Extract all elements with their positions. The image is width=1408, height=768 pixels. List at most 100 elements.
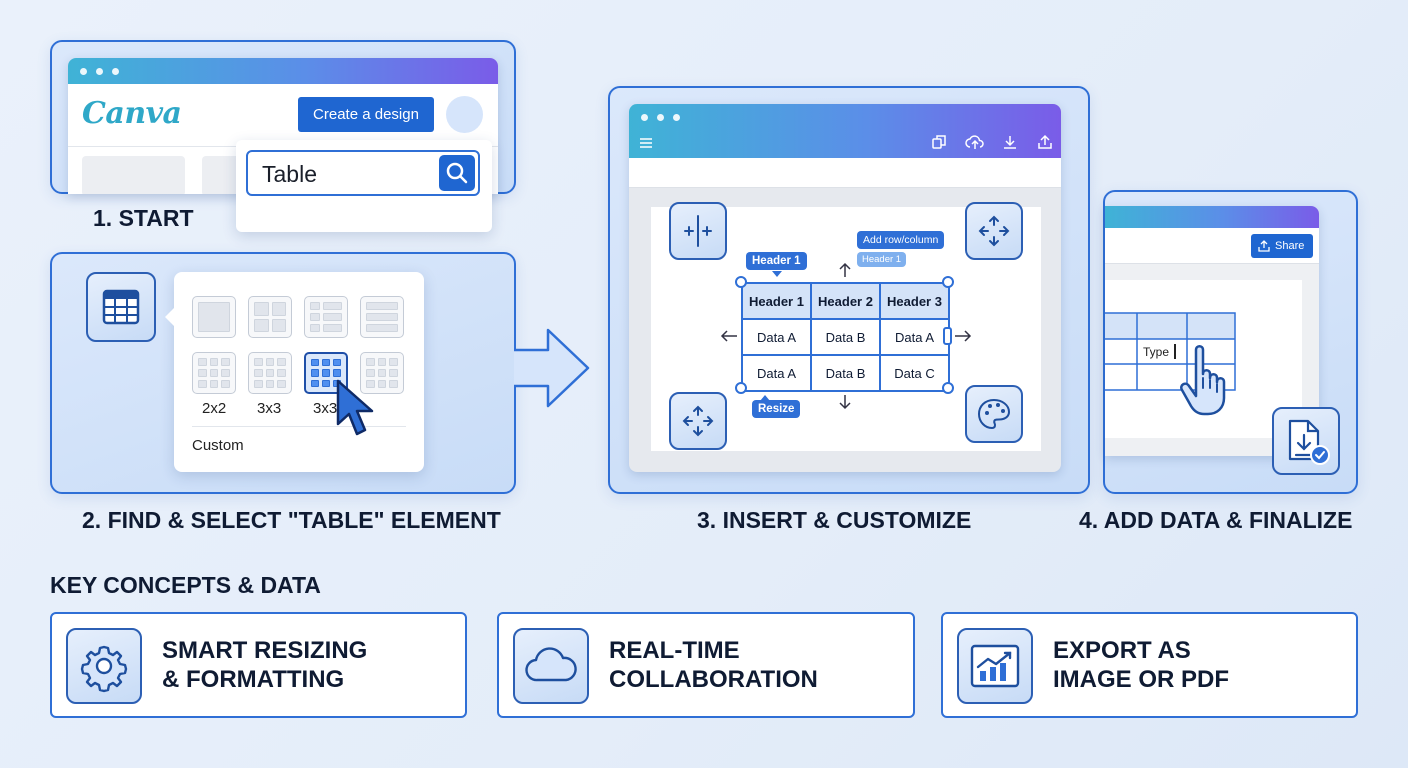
table-option-header[interactable] [360, 296, 404, 338]
add-column-button[interactable] [669, 202, 727, 260]
type-cell-text[interactable]: Type [1143, 345, 1170, 359]
share-icon [1258, 240, 1270, 252]
menu-icon[interactable] [639, 137, 653, 149]
share-icon[interactable] [1037, 134, 1053, 150]
avatar[interactable] [446, 96, 483, 133]
concept-line: REAL-TIME [609, 637, 740, 664]
arrow-down-icon [839, 395, 851, 410]
tag-pointer [772, 271, 782, 277]
popover-divider [192, 426, 406, 427]
arrow-up-icon [839, 262, 851, 277]
grid-label: 3x3 [257, 400, 282, 417]
canva-logo[interactable]: Canva [82, 96, 182, 131]
data-table[interactable]: Header 1 Header 2 Header 3 Data A Data B… [741, 282, 950, 392]
resize-handle-right[interactable] [943, 327, 952, 345]
text-caret [1174, 344, 1176, 359]
palette-icon [977, 398, 1011, 430]
table-option-3x3-b[interactable] [248, 352, 292, 394]
save-file-button[interactable] [1272, 407, 1340, 475]
gear-icon [80, 645, 128, 693]
copy-icon[interactable] [931, 134, 947, 150]
arrow-left-icon [720, 330, 737, 342]
editor-subbar [629, 158, 1061, 188]
table-cell[interactable]: Data C [879, 354, 950, 392]
concept-line: IMAGE OR PDF [1053, 666, 1230, 693]
concept-card-export: EXPORT AS IMAGE OR PDF [941, 612, 1358, 718]
resize-icon [682, 405, 714, 437]
search-dropdown: Table [236, 140, 492, 232]
step1-label: 1. START [93, 205, 194, 231]
table-cell[interactable]: Data A [879, 318, 950, 356]
concept-icon-tile [66, 628, 142, 704]
download-icon[interactable] [1002, 134, 1018, 150]
partial-table[interactable] [1105, 312, 1237, 392]
table-option-2x3[interactable] [304, 296, 348, 338]
table-header-cell[interactable]: Header 3 [879, 282, 950, 320]
file-download-check-icon [1288, 419, 1330, 465]
table-option-2x2[interactable] [248, 296, 292, 338]
search-input[interactable]: Table [246, 150, 480, 196]
table-cell[interactable]: Data B [810, 318, 881, 356]
titlebar [1105, 206, 1319, 228]
search-icon [446, 162, 468, 184]
table-row: Data A Data B Data A [741, 318, 950, 356]
table-option-3x3-a[interactable] [192, 352, 236, 394]
table-option-3x3-selected[interactable] [304, 352, 348, 394]
table-option-1x1[interactable] [192, 296, 236, 338]
concepts-title: KEY CONCEPTS & DATA [50, 572, 321, 598]
titlebar [68, 58, 498, 84]
add-row-column-tooltip: Add row/column [857, 231, 945, 249]
concept-line: & FORMATTING [162, 666, 345, 693]
step2-label: 2. FIND & SELECT "TABLE" ELEMENT [82, 507, 501, 533]
table-header-row: Header 1 Header 2 Header 3 [741, 282, 950, 320]
resize-button[interactable] [669, 392, 727, 450]
table-tool-button[interactable] [86, 272, 156, 342]
table-header-cell[interactable]: Header 1 [741, 282, 812, 320]
resize-handle-bl[interactable] [735, 382, 747, 394]
share-button[interactable]: Share [1251, 234, 1313, 258]
move-button[interactable] [965, 202, 1023, 260]
header-tag: Header 1 [746, 252, 807, 270]
arrow-right-icon [955, 330, 972, 342]
move-icon [978, 215, 1010, 247]
step4-label: 4. ADD DATA & FINALIZE [1079, 507, 1353, 533]
concept-icon-tile [957, 628, 1033, 704]
grid-label: 3x3 [313, 400, 338, 417]
table-row: Data A Data B Data C [741, 354, 950, 392]
share-label: Share [1275, 240, 1305, 252]
search-button[interactable] [439, 155, 475, 191]
concept-text: REAL-TIME COLLABORATION [609, 636, 818, 694]
resize-handle-br[interactable] [942, 382, 954, 394]
template-card[interactable] [202, 156, 242, 194]
concept-icon-tile [513, 628, 589, 704]
header-sub-tooltip: Header 1 [857, 252, 907, 267]
create-design-button[interactable]: Create a design [298, 97, 434, 132]
table-cell[interactable]: Data B [810, 354, 881, 392]
chart-icon [970, 644, 1020, 688]
hand-pointer-icon [1180, 345, 1226, 416]
color-palette-button[interactable] [965, 385, 1023, 443]
concept-text: EXPORT AS IMAGE OR PDF [1053, 636, 1229, 694]
tag-pointer [760, 395, 770, 401]
flow-arrow-icon [514, 328, 590, 408]
editor-toolbar [629, 104, 1061, 158]
resize-tag: Resize [752, 400, 801, 418]
concept-line: COLLABORATION [609, 666, 818, 693]
custom-option[interactable]: Custom [192, 437, 244, 454]
concept-line: SMART RESIZING [162, 637, 368, 664]
step3-label: 3. INSERT & CUSTOMIZE [697, 507, 972, 533]
grid-label: 2x2 [202, 400, 227, 417]
table-icon [102, 289, 140, 325]
table-header-cell[interactable]: Header 2 [810, 282, 881, 320]
cloud-upload-icon[interactable] [965, 134, 985, 150]
template-card[interactable] [82, 156, 185, 194]
resize-handle-tl[interactable] [735, 276, 747, 288]
table-picker-popover: 2x2 3x3 3x3 Custom [165, 272, 424, 472]
resize-handle-tr[interactable] [942, 276, 954, 288]
cloud-icon [525, 647, 577, 682]
add-column-icon [684, 215, 712, 247]
table-option-3x3-c[interactable] [360, 352, 404, 394]
table-cell[interactable]: Data A [741, 318, 812, 356]
concept-text: SMART RESIZING & FORMATTING [162, 636, 367, 694]
table-cell[interactable]: Data A [741, 354, 812, 392]
